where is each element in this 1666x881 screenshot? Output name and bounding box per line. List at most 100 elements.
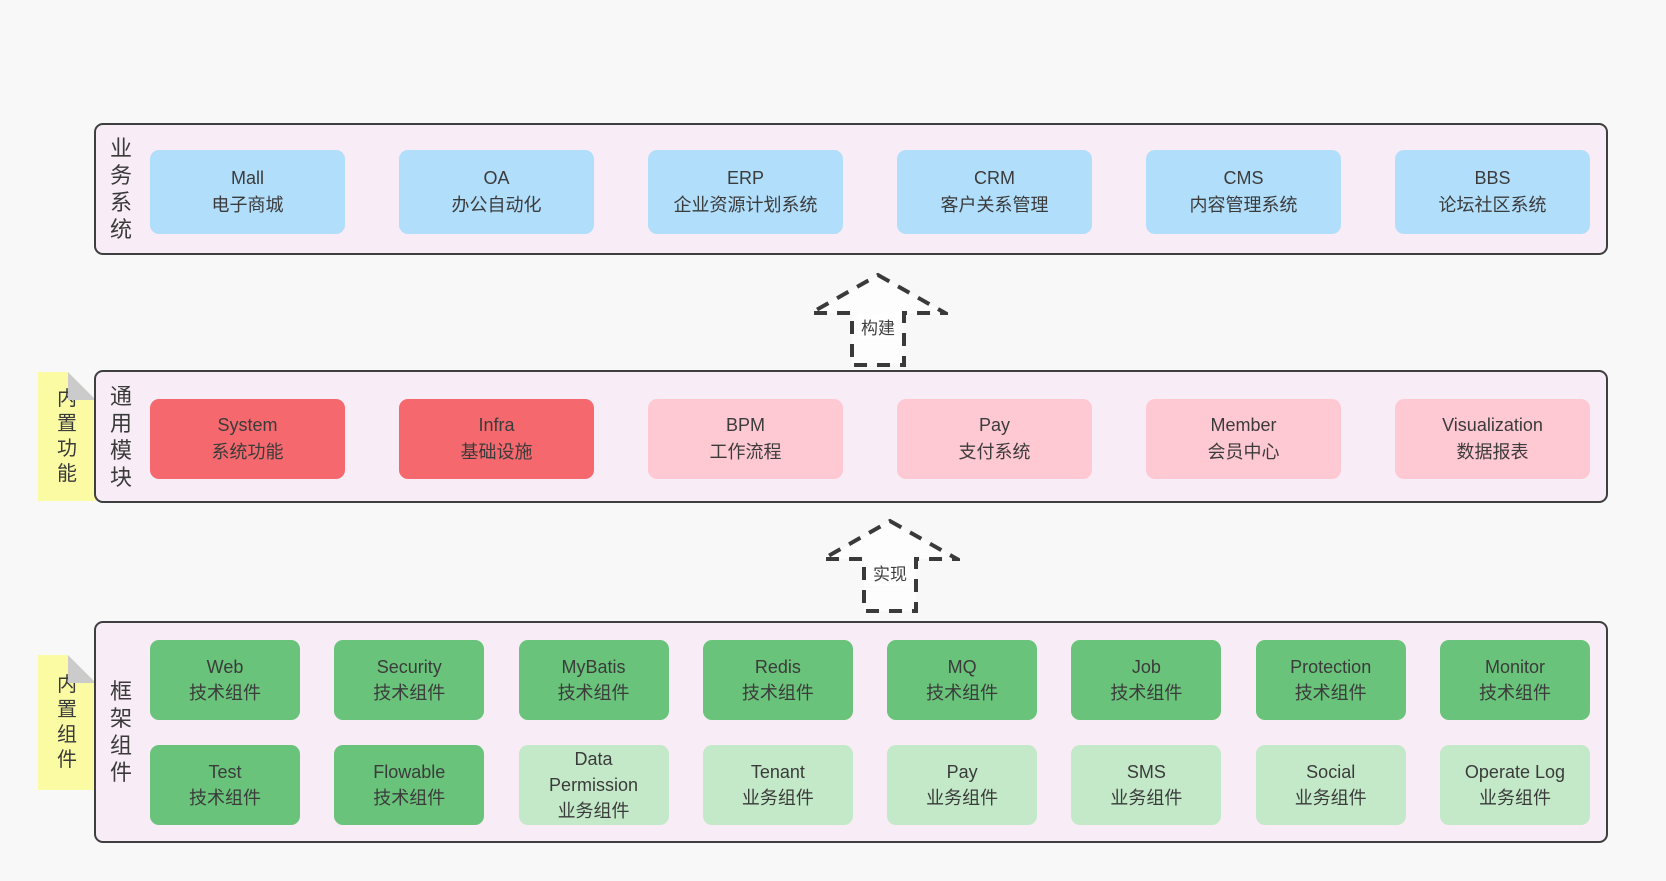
arrow-build: 构建 (803, 272, 953, 368)
box-subtitle: 数据报表 (1456, 442, 1529, 462)
box-title: Visualization (1442, 415, 1543, 435)
box-subtitle: 业务组件 (741, 788, 814, 808)
system-box-cms: CMS 内容管理系统 (1146, 150, 1341, 234)
band-framework-components: 框架组件 Web 技术组件 Security 技术组件 MyBatis 技术组件… (94, 621, 1608, 843)
box-subtitle: 技术组件 (1110, 683, 1183, 703)
box-title: Mall (230, 168, 264, 188)
box-subtitle: 技术组件 (373, 788, 446, 808)
box-title: Web (206, 657, 244, 677)
component-box-operate-log: Operate Log 业务组件 (1439, 745, 1590, 825)
box-subtitle: 业务组件 (1110, 788, 1183, 808)
box-title: Flowable (373, 762, 446, 782)
box-subtitle: 办公自动化 (451, 195, 542, 215)
box-subtitle: 技术组件 (926, 683, 999, 703)
box-subtitle: 企业资源计划系统 (673, 195, 818, 215)
arrow-implement: 实现 (815, 518, 965, 614)
box-title: CRM (974, 168, 1015, 188)
component-box-web: Web 技术组件 (150, 640, 300, 720)
box-subtitle: 论坛社区系统 (1438, 195, 1547, 215)
box-title: Data Permission (549, 749, 639, 795)
module-box-pay: Pay 支付系统 (897, 399, 1092, 479)
component-box-flowable: Flowable 技术组件 (334, 745, 485, 825)
box-subtitle: 业务组件 (557, 801, 630, 821)
system-box-mall: Mall 电子商城 (150, 150, 345, 234)
module-box-member: Member 会员中心 (1146, 399, 1341, 479)
box-title: Member (1210, 415, 1277, 435)
folded-corner-icon (68, 655, 96, 683)
band-label-common-modules: 通用模块 (109, 383, 132, 490)
band-label-framework-components: 框架组件 (109, 679, 132, 785)
note-built-in-functions: 内置功能 (38, 372, 96, 501)
box-title: CMS (1223, 168, 1264, 188)
component-box-data-permission: Data Permission 业务组件 (518, 745, 669, 825)
box-title: Job (1131, 657, 1161, 677)
band-label-business-systems: 业务系统 (109, 136, 132, 242)
box-title: Operate Log (1464, 762, 1565, 782)
component-box-security: Security 技术组件 (334, 640, 485, 720)
box-subtitle: 技术组件 (189, 683, 261, 703)
framework-components-row-2: Test 技术组件 Flowable 技术组件 Data Permission … (150, 745, 1590, 825)
box-title: Security (376, 657, 442, 677)
box-title: Redis (754, 657, 801, 677)
system-box-oa: OA 办公自动化 (399, 150, 594, 234)
box-title: Protection (1290, 657, 1372, 677)
component-box-mybatis: MyBatis 技术组件 (518, 640, 669, 720)
component-box-social: Social 业务组件 (1255, 745, 1406, 825)
box-title: MyBatis (561, 657, 626, 677)
component-box-pay: Pay 业务组件 (887, 745, 1038, 825)
box-subtitle: 内容管理系统 (1189, 195, 1298, 215)
arrow-build-label: 构建 (858, 314, 898, 339)
box-subtitle: 业务组件 (1478, 788, 1551, 808)
box-subtitle: 技术组件 (741, 683, 814, 703)
framework-components-row-1: Web 技术组件 Security 技术组件 MyBatis 技术组件 Redi… (150, 640, 1590, 720)
component-box-monitor: Monitor 技术组件 (1439, 640, 1590, 720)
box-title: Test (208, 762, 242, 782)
note-text: 内置功能 (57, 387, 77, 485)
box-title: Pay (978, 415, 1011, 435)
box-subtitle: 技术组件 (557, 683, 630, 703)
box-title: Infra (478, 415, 515, 435)
box-subtitle: 业务组件 (926, 788, 999, 808)
note-built-in-components: 内置组件 (38, 655, 96, 790)
band-common-modules: 通用模块 System 系统功能 Infra 基础设施 BPM 工作流程 Pay… (94, 370, 1608, 503)
component-box-redis: Redis 技术组件 (702, 640, 853, 720)
box-subtitle: 技术组件 (373, 683, 446, 703)
folded-corner-icon (68, 372, 96, 400)
module-box-visualization: Visualization 数据报表 (1395, 399, 1590, 479)
system-box-erp: ERP 企业资源计划系统 (648, 150, 843, 234)
box-title: BPM (725, 415, 765, 435)
box-title: System (217, 415, 278, 435)
common-modules-row: System 系统功能 Infra 基础设施 BPM 工作流程 Pay 支付系统… (150, 399, 1590, 479)
component-box-test: Test 技术组件 (150, 745, 300, 825)
box-title: Pay (946, 762, 978, 782)
box-subtitle: 会员中心 (1207, 442, 1280, 462)
box-title: OA (483, 168, 510, 188)
note-text: 内置组件 (57, 673, 77, 771)
box-title: Tenant (750, 762, 805, 782)
box-subtitle: 技术组件 (1478, 683, 1551, 703)
arrow-implement-label: 实现 (870, 560, 910, 585)
business-systems-row: Mall 电子商城 OA 办公自动化 ERP 企业资源计划系统 CRM 客户关系… (150, 150, 1590, 234)
box-subtitle: 系统功能 (211, 442, 284, 462)
system-box-crm: CRM 客户关系管理 (897, 150, 1092, 234)
box-subtitle: 客户关系管理 (940, 195, 1049, 215)
box-subtitle: 电子商城 (211, 195, 284, 215)
component-box-mq: MQ 技术组件 (887, 640, 1038, 720)
system-box-bbs: BBS 论坛社区系统 (1395, 150, 1590, 234)
box-title: BBS (1474, 168, 1511, 188)
box-title: Social (1306, 762, 1356, 782)
component-box-tenant: Tenant 业务组件 (702, 745, 853, 825)
band-business-systems: 业务系统 Mall 电子商城 OA 办公自动化 ERP 企业资源计划系统 CRM… (94, 123, 1608, 255)
box-subtitle: 支付系统 (958, 442, 1031, 462)
component-box-job: Job 技术组件 (1071, 640, 1222, 720)
module-box-bpm: BPM 工作流程 (648, 399, 843, 479)
box-title: ERP (726, 168, 764, 188)
box-subtitle: 工作流程 (709, 442, 782, 462)
module-box-system: System 系统功能 (150, 399, 345, 479)
box-subtitle: 技术组件 (189, 788, 261, 808)
component-box-sms: SMS 业务组件 (1071, 745, 1222, 825)
box-subtitle: 业务组件 (1294, 788, 1367, 808)
component-box-protection: Protection 技术组件 (1255, 640, 1406, 720)
box-subtitle: 技术组件 (1294, 683, 1367, 703)
